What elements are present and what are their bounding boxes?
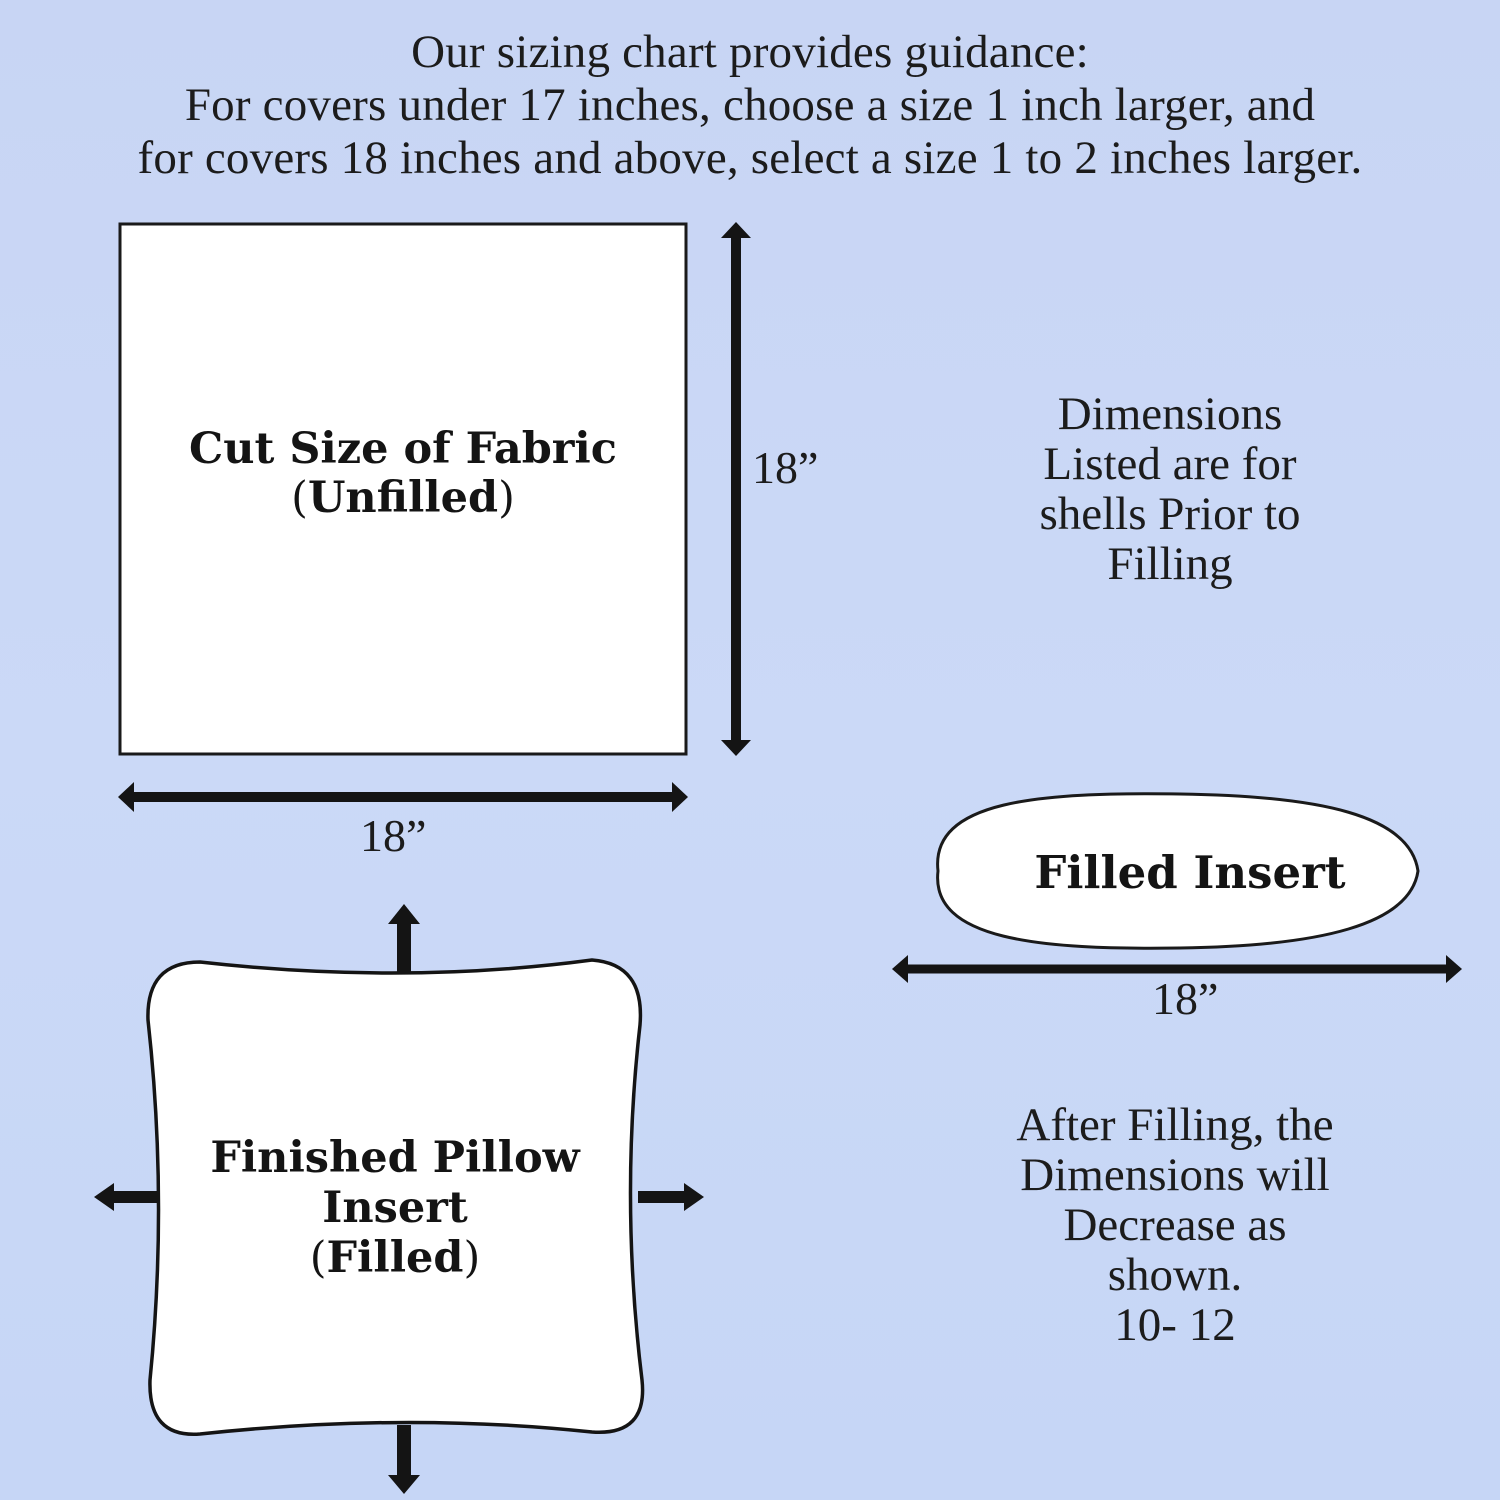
dimensions-note: Dimensions Listed are for shells Prior t… (960, 389, 1380, 589)
dimensions-note-line-4: Filling (1107, 538, 1233, 590)
after-filling-line-5: 10- 12 (1114, 1299, 1236, 1351)
filled-insert-width-arrow (892, 955, 1462, 983)
cut-fabric-title: Cut Size of Fabric (189, 424, 617, 474)
after-filling-line-2: Dimensions will (1020, 1149, 1330, 1201)
heading-line-3: for covers 18 inches and above, select a… (137, 132, 1363, 184)
dimensions-note-line-1: Dimensions (1057, 388, 1283, 440)
dimensions-note-line-3: shells Prior to (1039, 488, 1301, 540)
finished-pillow-arrows (94, 904, 704, 1494)
after-filling-line-3: Decrease as (1063, 1199, 1287, 1251)
filled-insert-title: Filled Insert (1034, 846, 1346, 899)
after-filling-line-1: After Filling, the (1016, 1099, 1334, 1151)
filled-insert-width-label: 18” (1152, 973, 1219, 1024)
dimensions-note-line-2: Listed are for (1043, 438, 1297, 490)
cut-fabric-square (118, 222, 688, 756)
finished-pillow-shape (146, 958, 645, 1436)
finished-pillow-title-1: Finished Pillow (210, 1133, 580, 1183)
heading-line-2: For covers under 17 inches, choose a siz… (184, 79, 1316, 131)
cut-fabric-height-label: 18” (752, 442, 819, 493)
after-filling-note: After Filling, the Dimensions will Decre… (950, 1100, 1400, 1350)
heading-line-1: Our sizing chart provides guidance: (411, 26, 1089, 78)
finished-pillow-title-2: Insert (322, 1183, 468, 1233)
cut-fabric-width-label: 18” (360, 810, 427, 861)
finished-pillow-label: Finished Pillow Insert (Filled) (150, 1133, 640, 1283)
cut-fabric-subtitle: (Unfilled) (291, 473, 515, 523)
finished-pillow-subtitle: (Filled) (309, 1233, 481, 1283)
filled-insert-shape (936, 792, 1420, 950)
after-filling-line-4: shown. (1107, 1249, 1243, 1301)
sizing-guidance-heading: Our sizing chart provides guidance: For … (0, 26, 1500, 185)
cut-fabric-height-arrow (721, 222, 751, 756)
cut-fabric-label: Cut Size of Fabric (Unfilled) (120, 425, 686, 523)
cut-fabric-width-arrow (118, 782, 688, 812)
